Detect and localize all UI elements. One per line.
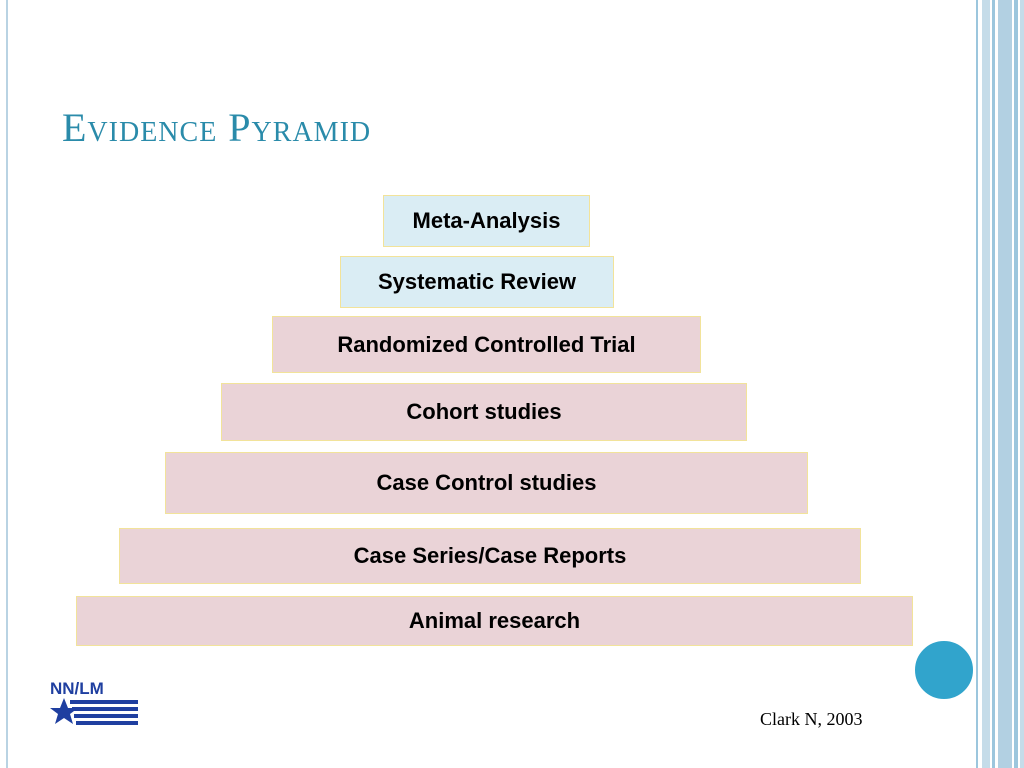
logo-text: NN/LM bbox=[50, 679, 104, 698]
pyramid-level-systematic-review: Systematic Review bbox=[340, 256, 614, 308]
pyramid-level-cohort-studies: Cohort studies bbox=[221, 383, 747, 441]
decorative-circle bbox=[912, 638, 976, 702]
slide-left-border bbox=[0, 0, 8, 768]
star-icon bbox=[50, 698, 78, 724]
pyramid-level-meta-analysis: Meta-Analysis bbox=[383, 195, 590, 247]
pyramid-level-case-series-case-reports: Case Series/Case Reports bbox=[119, 528, 861, 584]
pyramid-level-case-control-studies: Case Control studies bbox=[165, 452, 808, 514]
pyramid-level-randomized-controlled-trial: Randomized Controlled Trial bbox=[272, 316, 701, 373]
slide-title: Evidence Pyramid bbox=[62, 105, 372, 150]
citation: Clark N, 2003 bbox=[760, 709, 863, 729]
pyramid-level-animal-research: Animal research bbox=[76, 596, 913, 646]
decorative-stripes bbox=[976, 0, 1024, 768]
nnlm-logo: NN/LM bbox=[50, 678, 140, 726]
